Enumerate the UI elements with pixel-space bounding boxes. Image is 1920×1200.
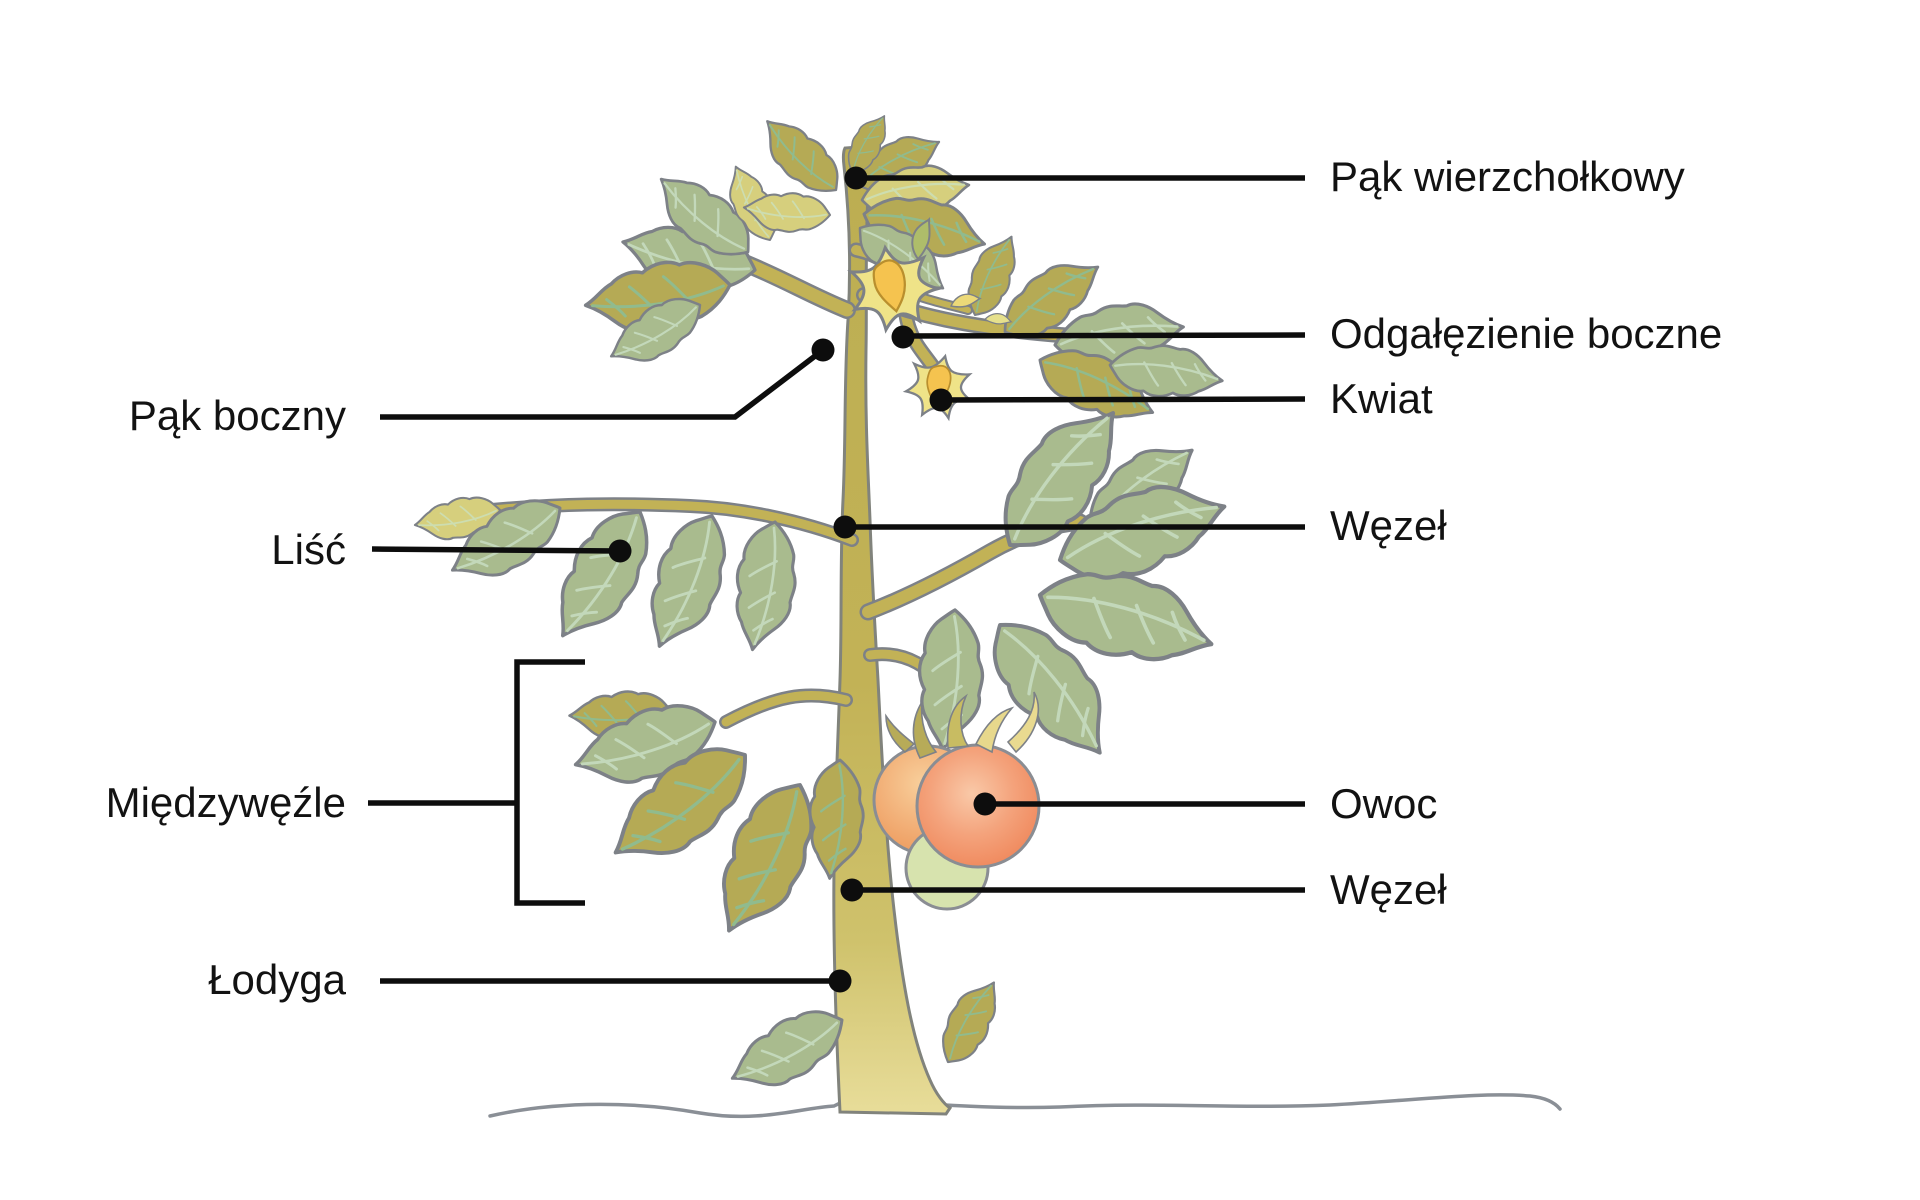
fruit-cluster — [872, 691, 1041, 911]
leaf-cluster-lower-left — [564, 688, 870, 950]
ground-line — [488, 1093, 1562, 1119]
marker-odgalezienie-boczne — [891, 325, 915, 349]
connector-lisc — [371, 546, 621, 554]
bracket-miedzywezle — [514, 659, 585, 906]
leaf-cluster-upper-left — [579, 158, 787, 379]
label-lisc: Liść — [271, 526, 346, 573]
flower-small — [900, 348, 981, 426]
marker-dots — [608, 166, 997, 993]
marker-owoc — [973, 792, 997, 816]
fruit-sepals — [885, 691, 1040, 760]
label-kwiat: Kwiat — [1330, 375, 1433, 422]
connectors — [368, 175, 1306, 984]
label-pak-wierzcholkowy: Pąk wierzchołkowy — [1330, 153, 1685, 200]
label-lodyga: Łodyga — [208, 956, 346, 1003]
connector-pak-boczny — [380, 347, 825, 420]
label-odgalezienie-boczne: Odgałęzienie boczne — [1330, 310, 1723, 357]
marker-lisc — [608, 539, 632, 563]
marker-lodyga — [828, 969, 852, 993]
label-wezel-gorny: Węzeł — [1330, 502, 1447, 549]
label-pak-boczny: Pąk boczny — [128, 392, 346, 439]
marker-wezel-gorny — [833, 515, 857, 539]
marker-pak-boczny — [811, 338, 835, 362]
marker-pak-wierzcholkowy — [844, 166, 868, 190]
marker-wezel-dolny — [840, 878, 864, 902]
connector-kwiat — [940, 396, 1306, 403]
connector-odgalezienie-boczne — [902, 332, 1306, 339]
label-miedzywezle: Międzywęźle — [105, 779, 346, 826]
label-wezel-dolny: Węzeł — [1330, 866, 1447, 913]
label-owoc: Owoc — [1330, 780, 1438, 827]
marker-kwiat — [929, 388, 953, 412]
